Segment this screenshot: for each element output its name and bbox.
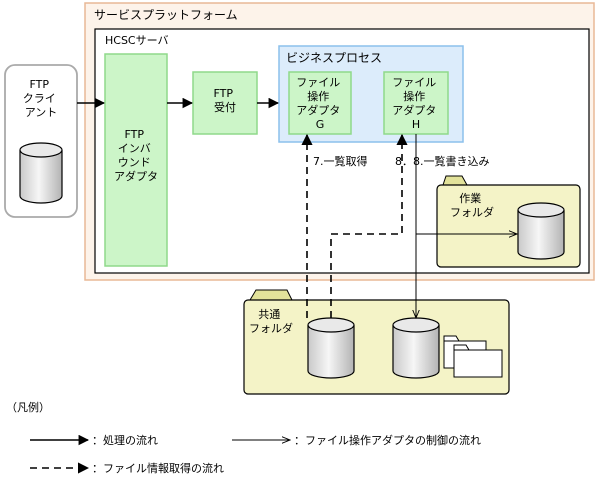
- shared-folder-disk-icon-left: [307, 317, 355, 379]
- step-7-label: 7.一覧取得: [313, 154, 368, 168]
- ftp-client-label: FTP クライ アント: [23, 78, 60, 119]
- legend-process-label: ：処理の流れ: [92, 433, 158, 447]
- file-adapter-g-box: [288, 71, 352, 135]
- ftp-inbound-adapter-label: FTP インバ ウンド アダプタ: [114, 128, 158, 183]
- legend-control-label: ：ファイル操作アダプタの制御の流れ: [294, 433, 481, 447]
- shared-folder-disk-icon-right: [392, 317, 440, 379]
- work-folder-label: 作業 フォルダ: [450, 192, 494, 219]
- hcsc-server-label: HCSCサーバ: [105, 34, 169, 47]
- work-folder-disk-icon: [517, 202, 565, 260]
- file-adapter-g-label: ファイル 操作 アダプタ G: [296, 76, 344, 131]
- file-info-flow-arrow-h: [330, 133, 408, 318]
- file-folders-icon: [443, 335, 503, 378]
- file-adapter-h-box: [383, 71, 449, 135]
- shared-folder-label: 共通 フォルダ: [249, 308, 293, 335]
- ftp-inbound-adapter-box: [104, 53, 168, 267]
- ftp-reception-box: [192, 71, 258, 135]
- step-8-label: 8．8.一覧書き込み: [395, 154, 490, 168]
- legend-title: （凡例）: [6, 400, 50, 414]
- service-platform-label: サービスプラットフォーム: [94, 8, 238, 22]
- ftp-reception-label: FTP 受付: [214, 87, 237, 114]
- ftp-client-disk-icon: [19, 142, 63, 204]
- business-process-label: ビジネスプロセス: [286, 51, 382, 65]
- legend-info-label: ：ファイル情報取得の流れ: [92, 461, 224, 475]
- file-adapter-h-label: ファイル 操作 アダプタ H: [392, 76, 440, 131]
